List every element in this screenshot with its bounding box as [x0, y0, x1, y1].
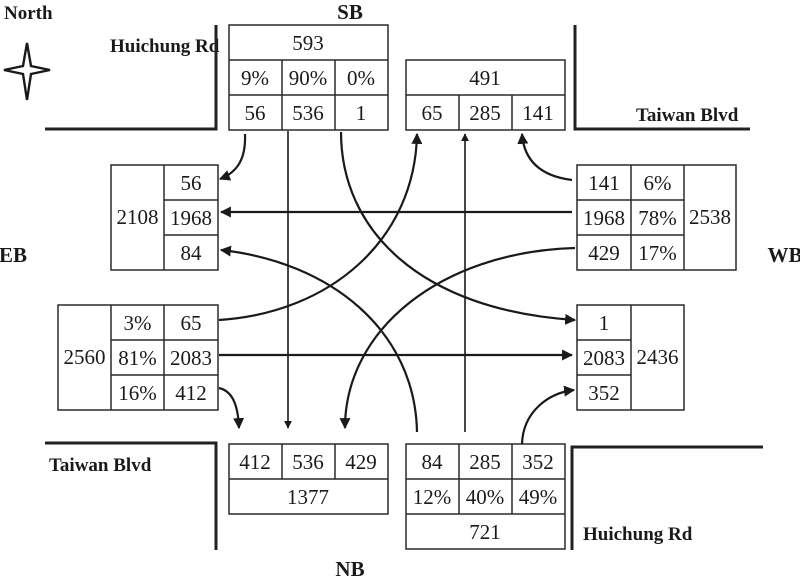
eb-entry-pct-through: 81%	[118, 346, 157, 370]
road-label-bottom-left: Taiwan Blvd	[49, 455, 152, 476]
arrow-wb-left	[339, 246, 576, 430]
wb-entry-vol-left: 429	[588, 241, 620, 265]
sb-label: SB	[337, 0, 363, 24]
sb-entry-vol-through: 536	[292, 101, 324, 125]
sb-entry-total: 593	[292, 31, 324, 55]
eb-label: EB	[0, 243, 27, 267]
compass-star-icon	[3, 42, 51, 101]
eb-entry-vol-through: 2083	[170, 346, 212, 370]
nb-label: NB	[335, 557, 364, 578]
road-label-top-left: Huichung Rd	[110, 36, 220, 57]
eb-entry-total: 2560	[64, 345, 106, 369]
sb-entry-table: 593 9% 90% 0% 56 536 1	[228, 24, 389, 131]
eb-exit-vol-from-nb: 84	[181, 241, 203, 265]
road-label-top-right: Taiwan Blvd	[636, 105, 739, 126]
nb-entry-total: 721	[469, 520, 501, 544]
wb-entry-vol-right: 141	[588, 171, 620, 195]
eb-exit-vol-from-wb: 1968	[170, 206, 212, 230]
sb-exit-vol-from-eb: 65	[422, 101, 443, 125]
sb-exit-vol-from-nb: 285	[469, 101, 501, 125]
arrow-nb-right	[520, 385, 576, 445]
wb-exit-vol-from-sb: 1	[599, 311, 610, 335]
arrow-sb-left	[339, 131, 577, 325]
wb-entry-pct-left: 17%	[638, 241, 677, 265]
eb-entry-vol-right: 412	[175, 381, 207, 405]
eb-entry-vol-left: 65	[181, 311, 202, 335]
arrow-wb-right	[517, 132, 573, 182]
wb-exit-vol-from-eb: 2083	[583, 346, 625, 370]
nb-entry-table: 84 285 352 12% 40% 49% 721	[405, 443, 566, 550]
sb-exit-vol-from-wb: 141	[522, 101, 554, 125]
nb-exit-vol-from-wb: 429	[345, 450, 377, 474]
wb-exit-vol-from-nb: 352	[588, 381, 620, 405]
sb-entry-pct-through: 90%	[289, 66, 328, 90]
eb-entry-table: 2560 3% 81% 16% 65 2083 412	[57, 304, 219, 411]
sb-entry-vol-right: 56	[245, 101, 266, 125]
eb-entry-pct-left: 3%	[124, 311, 152, 335]
wb-exit-table: 2436 1 2083 352	[576, 304, 685, 411]
wb-label: WB	[767, 243, 800, 267]
nb-entry-vol-through: 285	[469, 450, 501, 474]
arrow-nb-left	[219, 245, 419, 433]
wb-exit-total: 2436	[637, 345, 679, 369]
nb-entry-vol-left: 84	[422, 450, 444, 474]
curb-bottom-right	[570, 445, 763, 550]
north-label: North	[4, 3, 53, 24]
wb-entry-total: 2538	[689, 205, 731, 229]
eb-entry-pct-right: 16%	[118, 381, 157, 405]
nb-entry-vol-right: 352	[522, 450, 554, 474]
wb-entry-table: 2538 141 1968 429 6% 78% 17%	[576, 164, 737, 271]
nb-exit-vol-from-sb: 536	[292, 450, 324, 474]
eb-exit-table: 2108 56 1968 84	[110, 164, 219, 271]
sb-entry-pct-left: 0%	[347, 66, 375, 90]
nb-entry-pct-left: 12%	[413, 485, 452, 509]
curb-bottom-left	[45, 441, 218, 550]
nb-exit-table: 412 536 429 1377	[228, 443, 389, 515]
wb-entry-pct-right: 6%	[644, 171, 672, 195]
sb-exit-table: 491 65 285 141	[405, 59, 566, 131]
nb-exit-total: 1377	[287, 485, 329, 509]
wb-entry-vol-through: 1968	[583, 206, 625, 230]
curb-top-left	[45, 25, 218, 131]
eb-exit-vol-from-sb: 56	[181, 171, 202, 195]
road-label-bottom-right: Huichung Rd	[583, 524, 693, 545]
sb-entry-pct-right: 9%	[241, 66, 269, 90]
nb-entry-pct-through: 40%	[466, 485, 505, 509]
sb-exit-total: 491	[469, 66, 501, 90]
curb-top-right	[573, 25, 750, 131]
arrow-eb-right	[218, 386, 245, 430]
eb-exit-total: 2108	[117, 205, 159, 229]
nb-entry-pct-right: 49%	[519, 485, 558, 509]
arrow-eb-left	[218, 132, 423, 322]
sb-entry-vol-left: 1	[356, 101, 367, 125]
arrow-sb-right	[218, 133, 247, 181]
wb-entry-pct-through: 78%	[638, 206, 677, 230]
nb-exit-vol-from-eb: 412	[239, 450, 271, 474]
